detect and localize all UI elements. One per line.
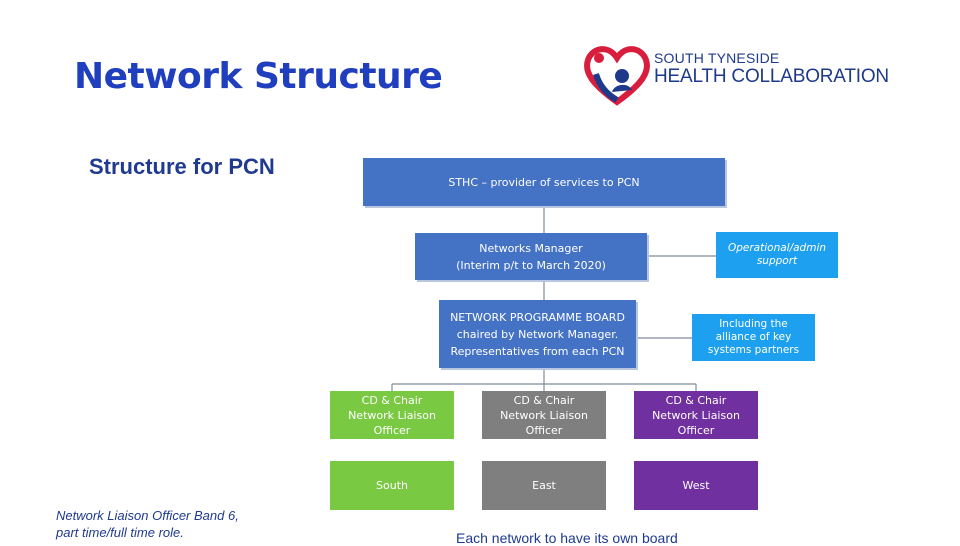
west-role-box: CD & Chair Network Liaison Officer xyxy=(634,391,758,439)
footer-text: Each network to have its own board xyxy=(456,530,678,546)
networks-manager-box: Networks Manager (Interim p/t to March 2… xyxy=(415,233,647,280)
chart-subtitle: Structure for PCN xyxy=(89,154,275,179)
heart-logo-icon xyxy=(584,46,650,106)
alliance-box: Including the alliance of key systems pa… xyxy=(692,314,815,361)
east-network-box: East xyxy=(482,461,606,510)
logo-text-top: SOUTH TYNESIDE xyxy=(654,50,780,66)
liaison-officer-note: Network Liaison Officer Band 6, part tim… xyxy=(56,508,239,540)
page-title: Network Structure xyxy=(74,56,443,97)
operational-support-box: Operational/admin support xyxy=(716,232,838,278)
network-programme-board-box: NETWORK PROGRAMME BOARD chaired by Netwo… xyxy=(439,300,636,368)
logo-text-bottom: HEALTH COLLABORATION xyxy=(654,66,889,87)
logo: SOUTH TYNESIDE HEALTH COLLABORATION xyxy=(582,40,902,110)
sthc-box: STHC – provider of services to PCN xyxy=(363,158,725,206)
south-role-box: CD & Chair Network Liaison Officer xyxy=(330,391,454,439)
west-network-box: West xyxy=(634,461,758,510)
south-network-box: South xyxy=(330,461,454,510)
east-role-box: CD & Chair Network Liaison Officer xyxy=(482,391,606,439)
